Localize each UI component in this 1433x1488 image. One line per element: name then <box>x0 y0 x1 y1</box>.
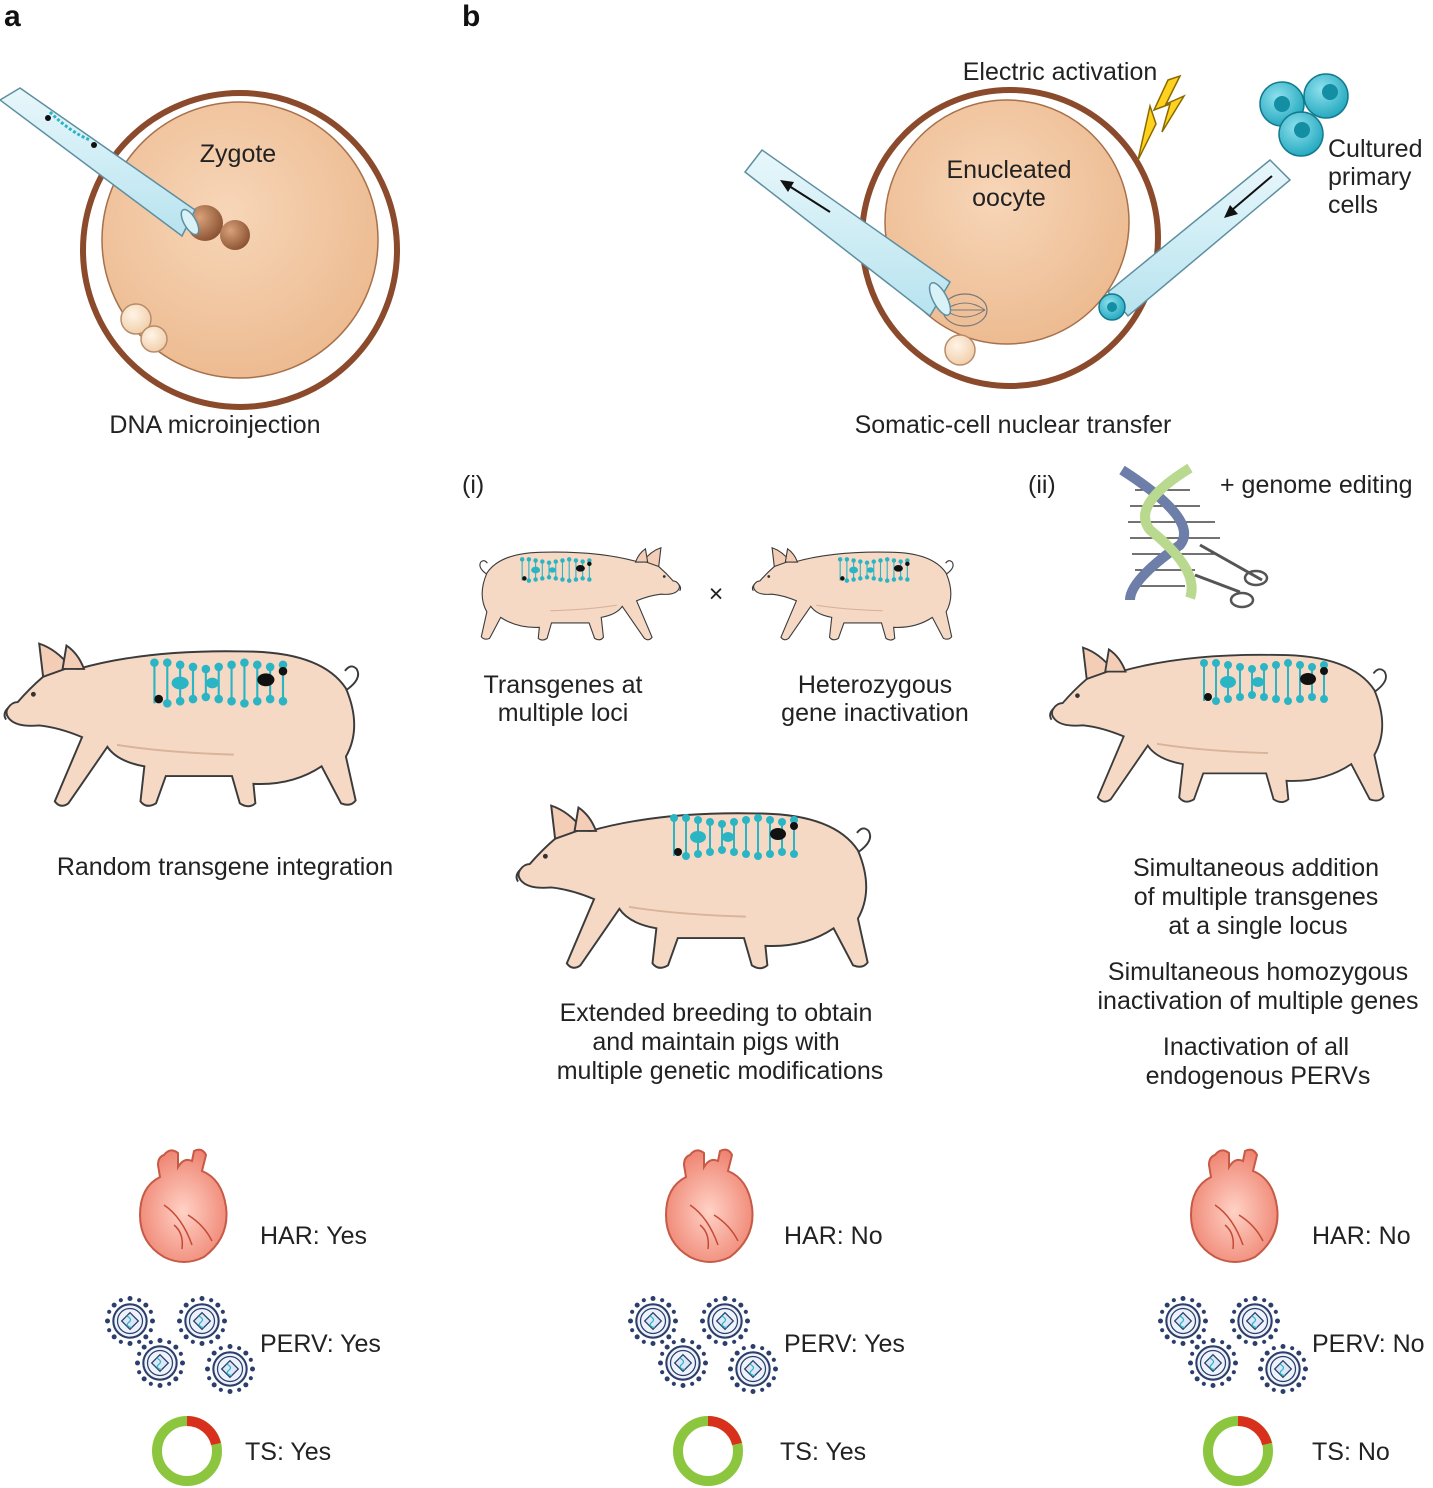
lightning-bolt-icon <box>1137 74 1186 161</box>
pig-genome-edited <box>1049 646 1387 804</box>
heart-icon <box>665 1148 754 1263</box>
route-ii-marker: (ii) <box>1028 471 1056 499</box>
breeding-caption-line2: and maintain pigs with <box>592 1028 839 1056</box>
panel-b-label: b <box>462 0 480 33</box>
panel-a-label: a <box>4 0 21 33</box>
polar-body <box>944 334 976 366</box>
perv-label: PERV: Yes <box>260 1330 381 1358</box>
oocyte-label-line2: oocyte <box>972 184 1046 212</box>
route-ii-caption-3-line1: Inactivation of all <box>1163 1033 1349 1061</box>
ts-ring-icon <box>673 1416 743 1486</box>
electric-activation-label: Electric activation <box>963 58 1158 86</box>
polar-body <box>120 303 152 335</box>
route-ii-caption-1-line2: of multiple transgenes <box>1134 883 1379 911</box>
breeding-caption-line1: Extended breeding to obtain <box>560 999 873 1027</box>
cross-symbol: × <box>709 580 724 608</box>
polar-body <box>140 325 168 353</box>
transfer-pipette <box>1098 158 1292 321</box>
microinjection-caption: DNA microinjection <box>109 411 320 439</box>
scissors-icon <box>1194 543 1269 609</box>
har-label: HAR: Yes <box>260 1222 367 1250</box>
route-ii-caption-2-line2: inactivation of multiple genes <box>1097 987 1418 1015</box>
cells-label-line1: Cultured <box>1328 135 1423 163</box>
genome-editing-icon <box>1119 463 1269 609</box>
route-ii-caption-1-line1: Simultaneous addition <box>1133 854 1379 882</box>
route-ii-caption-2-line1: Simultaneous homozygous <box>1108 958 1408 986</box>
pig-extended-breeding <box>515 804 872 970</box>
random-integration-caption: Random transgene integration <box>57 853 393 881</box>
zygote-diagram: Zygote <box>0 87 400 410</box>
ts-label: TS: Yes <box>780 1438 866 1466</box>
virus-icon <box>105 1296 255 1394</box>
outcomes-column-2: HAR: No PERV: Yes TS: Yes <box>628 1148 905 1486</box>
perv-label: PERV: Yes <box>784 1330 905 1358</box>
heterozygous-caption-line1: Heterozygous <box>798 671 952 699</box>
virus-icon <box>1158 1296 1308 1394</box>
oocyte-label-line1: Enucleated <box>946 156 1071 184</box>
heart-icon <box>1190 1148 1279 1263</box>
zona-pellucida <box>80 90 400 410</box>
route-ii-caption-1-line3: at a single locus <box>1168 912 1347 940</box>
injection-pipette <box>0 87 200 238</box>
cultured-cells-icon <box>1259 73 1349 157</box>
breeding-caption-line3: multiple genetic modifications <box>557 1057 884 1085</box>
heterozygous-caption-line2: gene inactivation <box>781 699 969 727</box>
route-ii-caption-3-line2: endogenous PERVs <box>1146 1062 1371 1090</box>
ts-label: TS: Yes <box>245 1438 331 1466</box>
heart-icon <box>139 1148 228 1263</box>
ts-ring-icon <box>1203 1416 1273 1486</box>
cells-label-line2: primary <box>1328 163 1412 191</box>
outcomes-column-3: HAR: No PERV: No TS: No <box>1158 1148 1425 1486</box>
outcomes-column-1: HAR: Yes PERV: Yes TS: Yes <box>105 1148 381 1486</box>
pig-heterozygous <box>751 547 954 641</box>
ts-ring-icon <box>152 1416 222 1486</box>
scnt-diagram: Electric activation Enucleated oocyte Cu… <box>743 58 1423 389</box>
cells-label-line3: cells <box>1328 191 1378 219</box>
route-i-marker: (i) <box>462 471 484 499</box>
scnt-caption: Somatic-cell nuclear transfer <box>855 411 1172 439</box>
pig-transgenes <box>479 547 682 641</box>
transgenes-caption-line1: Transgenes at <box>484 671 643 699</box>
har-label: HAR: No <box>1312 1222 1411 1250</box>
genome-editing-label: + genome editing <box>1220 471 1413 499</box>
pronucleus <box>220 220 250 250</box>
ts-label: TS: No <box>1312 1438 1390 1466</box>
har-label: HAR: No <box>784 1222 883 1250</box>
virus-icon <box>628 1296 778 1394</box>
pig-random-integration <box>3 642 360 808</box>
zygote-label: Zygote <box>200 140 276 168</box>
enucleation-pipette <box>743 148 952 318</box>
perv-label: PERV: No <box>1312 1330 1425 1358</box>
transgenes-caption-line2: multiple loci <box>498 699 629 727</box>
